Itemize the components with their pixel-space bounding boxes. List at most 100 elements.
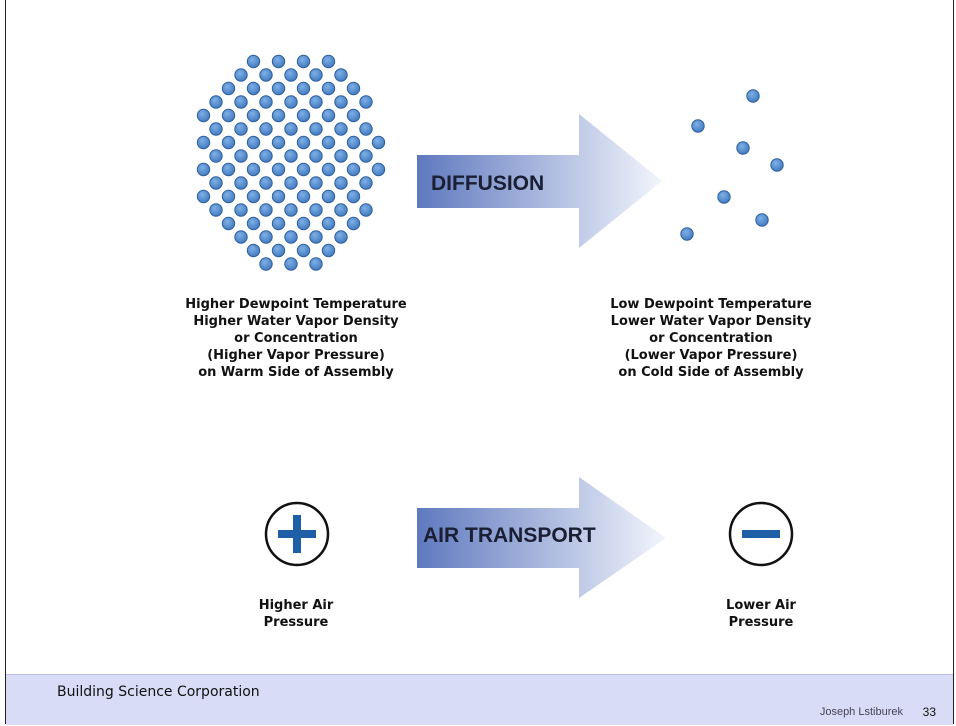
caption-line: Low Dewpoint Temperature — [610, 297, 812, 312]
molecule-dot — [296, 108, 311, 123]
molecule-dot — [691, 119, 705, 133]
molecule-dot — [259, 203, 273, 217]
molecule-dot — [234, 230, 248, 244]
low-vapor-caption: Low Dewpoint Temperature Lower Water Vap… — [561, 296, 861, 381]
molecule-dot — [346, 108, 361, 123]
high-concentration-molecule-cluster — [196, 54, 386, 271]
molecule-dot — [259, 149, 273, 163]
molecule-dot — [271, 135, 286, 150]
molecule-dot — [296, 162, 311, 177]
caption-line: Higher Dewpoint Temperature — [185, 297, 407, 312]
molecule-dot — [259, 68, 273, 82]
air-transport-arrow: AIR TRANSPORT — [417, 477, 666, 598]
molecule-dot — [196, 108, 211, 123]
molecule-dot — [284, 257, 298, 271]
molecule-dot — [321, 162, 336, 177]
diffusion-label: DIFFUSION — [431, 172, 544, 195]
slide: DIFFUSION AIR TRANSPORT Higher Dewpoint … — [5, 0, 954, 725]
caption-line: or Concentration — [649, 331, 773, 346]
molecule-dot — [334, 68, 348, 82]
slide-footer: Building Science Corporation Joseph Lsti… — [6, 674, 953, 725]
molecule-dot — [209, 203, 223, 217]
molecule-dot — [334, 122, 348, 136]
diagram-artwork: DIFFUSION AIR TRANSPORT — [196, 54, 794, 598]
molecule-dot — [359, 203, 373, 217]
molecule-dot — [284, 122, 298, 136]
molecule-dot — [284, 203, 298, 217]
molecule-dot — [309, 95, 323, 109]
molecule-dot — [221, 135, 236, 150]
high-vapor-caption: Higher Dewpoint Temperature Higher Water… — [146, 296, 446, 381]
molecule-dot — [346, 216, 361, 231]
molecule-dot — [221, 108, 236, 123]
molecule-dot — [209, 176, 223, 190]
molecule-dot — [309, 203, 323, 217]
caption-line: Higher Water Vapor Density — [193, 314, 399, 329]
caption-line: Pressure — [728, 615, 794, 630]
minus-circle-icon — [728, 501, 794, 567]
molecule-dot — [259, 122, 273, 136]
molecule-dot — [271, 243, 286, 258]
molecule-dot — [259, 230, 273, 244]
molecule-dot — [746, 89, 760, 103]
molecule-dot — [334, 149, 348, 163]
page-number: 33 — [922, 705, 936, 719]
company-name: Building Science Corporation — [57, 684, 260, 700]
caption-line: or Concentration — [234, 331, 358, 346]
molecule-dot — [346, 162, 361, 177]
molecule-dot — [346, 81, 361, 96]
molecule-dot — [271, 216, 286, 231]
caption-line: (Lower Vapor Pressure) — [624, 348, 798, 363]
molecule-dot — [296, 216, 311, 231]
caption-line: Lower Air — [726, 598, 796, 613]
molecule-dot — [234, 95, 248, 109]
molecule-dot — [334, 230, 348, 244]
molecule-dot — [271, 189, 286, 204]
molecule-dot — [284, 95, 298, 109]
molecule-dot — [321, 54, 336, 69]
molecule-dot — [221, 189, 236, 204]
molecule-dot — [284, 149, 298, 163]
molecule-dot — [271, 54, 286, 69]
molecule-dot — [321, 189, 336, 204]
molecule-dot — [309, 176, 323, 190]
molecule-dot — [296, 81, 311, 96]
molecule-dot — [309, 230, 323, 244]
caption-line: Pressure — [263, 615, 329, 630]
molecule-dot — [259, 257, 273, 271]
molecule-dot — [246, 81, 261, 96]
molecule-dot — [246, 243, 261, 258]
molecule-dot — [371, 135, 386, 150]
molecule-dot — [284, 68, 298, 82]
higher-air-pressure-caption: Higher Air Pressure — [221, 597, 371, 631]
molecule-dot — [680, 227, 694, 241]
molecule-dot — [271, 108, 286, 123]
molecule-dot — [259, 176, 273, 190]
molecule-dot — [770, 158, 784, 172]
diffusion-arrow: DIFFUSION — [417, 114, 662, 248]
molecule-dot — [284, 230, 298, 244]
molecule-dot — [359, 122, 373, 136]
molecule-dot — [246, 189, 261, 204]
molecule-dot — [284, 176, 298, 190]
molecule-dot — [321, 135, 336, 150]
molecule-dot — [296, 54, 311, 69]
molecule-dot — [346, 135, 361, 150]
low-concentration-molecule-cluster — [680, 89, 784, 241]
molecule-dot — [234, 68, 248, 82]
molecule-dot — [321, 243, 336, 258]
molecule-dot — [234, 149, 248, 163]
molecule-dot — [359, 95, 373, 109]
molecule-dot — [309, 68, 323, 82]
molecule-dot — [371, 162, 386, 177]
molecule-dot — [209, 149, 223, 163]
caption-line: on Cold Side of Assembly — [618, 365, 804, 380]
molecule-dot — [209, 122, 223, 136]
molecule-dot — [234, 203, 248, 217]
molecule-dot — [234, 176, 248, 190]
molecule-dot — [359, 176, 373, 190]
molecule-dot — [717, 190, 731, 204]
molecule-dot — [209, 95, 223, 109]
molecule-dot — [246, 162, 261, 177]
molecule-dot — [196, 135, 211, 150]
